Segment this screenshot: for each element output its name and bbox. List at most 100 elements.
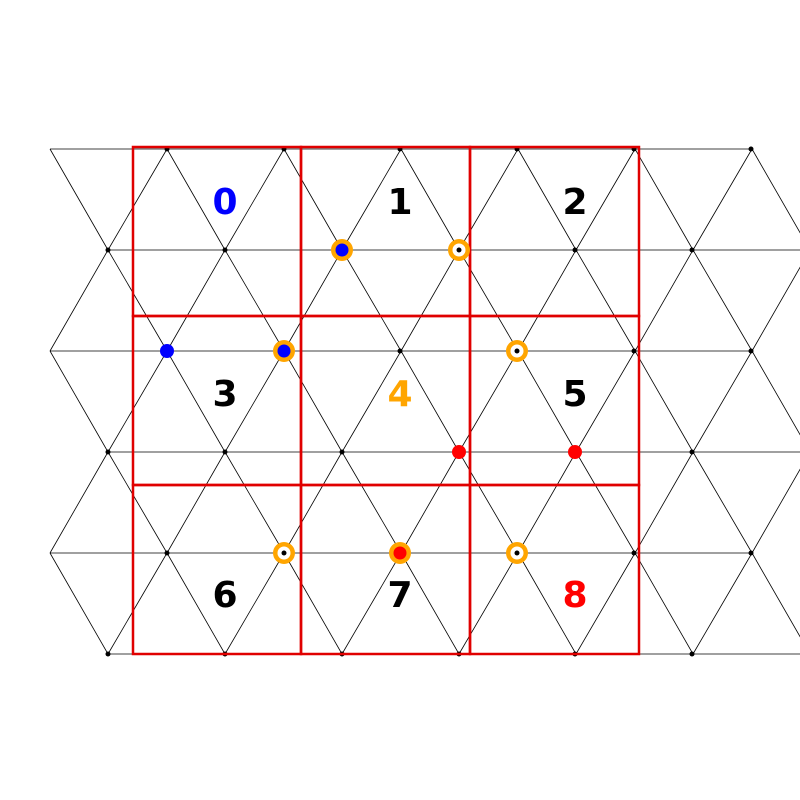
- lattice-edge: [751, 552, 800, 638]
- lattice-edge: [166, 350, 226, 453]
- lattice-edge: [400, 249, 460, 352]
- lattice-edge: [692, 350, 753, 453]
- lattice-edge: [692, 451, 753, 554]
- red-vertex: [452, 445, 466, 459]
- lattice-edge: [517, 148, 577, 251]
- lattice-vertex: [397, 348, 403, 354]
- cell-label-6: 6: [212, 575, 237, 616]
- cell-label-1: 1: [387, 182, 412, 223]
- lattice-edge: [49, 552, 109, 655]
- lattice-edge: [692, 249, 753, 352]
- cell-label-2: 2: [562, 182, 587, 223]
- cell-label-8: 8: [562, 575, 587, 616]
- lattice-vertex: [631, 550, 637, 556]
- lattice-edge: [400, 451, 460, 554]
- lattice-edge: [341, 249, 402, 352]
- highlighted-empty-vertex-dot: [514, 348, 520, 354]
- lattice-edge: [400, 350, 460, 453]
- lattice-edge: [166, 148, 226, 251]
- lattice-vertex: [105, 247, 111, 253]
- lattice-edge: [575, 451, 636, 554]
- highlighted-empty-vertex-dot: [456, 247, 462, 253]
- cell-labels: 0 1 2 3 4 5 6 7 8: [212, 182, 587, 616]
- lattice-edge: [224, 148, 285, 251]
- lattice-edge: [575, 552, 636, 655]
- lattice-vertex: [105, 651, 111, 657]
- lattice-edge: [751, 468, 800, 554]
- lattice-vertex: [689, 247, 695, 253]
- lattice-edge: [341, 350, 402, 453]
- lattice-edge: [575, 350, 636, 453]
- lattice-edge: [107, 249, 168, 352]
- lattice-edge: [634, 451, 694, 554]
- lattice-vertex: [222, 247, 228, 253]
- vertex-markers: [160, 239, 582, 564]
- lattice-edge: [49, 350, 109, 453]
- cell-label-4: 4: [387, 374, 412, 415]
- lattice-edge: [634, 350, 694, 453]
- blue-vertex: [160, 344, 174, 358]
- lattice-edge: [107, 451, 168, 554]
- lattice-edge: [107, 552, 168, 655]
- lattice-edge: [283, 148, 343, 251]
- lattice-edge: [166, 249, 226, 352]
- lattice-vertex: [222, 449, 228, 455]
- lattice-edge: [283, 451, 343, 554]
- lattice-edge: [751, 350, 800, 436]
- lattice-vertex: [572, 247, 578, 253]
- lattice-edge: [751, 266, 800, 352]
- lattice-edge: [341, 451, 402, 554]
- lattice-edge: [400, 552, 460, 655]
- lattice-edge: [283, 249, 343, 352]
- lattice-edge: [166, 451, 226, 554]
- lattice-edge: [400, 148, 460, 251]
- cell-grid: [131, 145, 641, 656]
- lattice-edge: [166, 552, 226, 655]
- lattice-edge: [517, 350, 577, 453]
- cell-border-8: [468, 483, 641, 656]
- lattice-edge: [517, 552, 577, 655]
- lattice-edge: [283, 552, 343, 655]
- lattice-vertex: [748, 146, 754, 152]
- lattice-vertex: [164, 550, 170, 556]
- lattice-edge: [634, 249, 694, 352]
- cell-label-5: 5: [562, 374, 587, 415]
- cell-label-3: 3: [212, 374, 237, 415]
- red-vertex: [568, 445, 582, 459]
- highlighted-blue-vertex-fill: [277, 344, 291, 358]
- lattice-edge: [751, 148, 800, 234]
- lattice-vertex: [689, 651, 695, 657]
- lattice-vertex: [105, 449, 111, 455]
- lattice-edge: [107, 350, 168, 453]
- lattice-vertex: [748, 348, 754, 354]
- lattice-edge: [49, 148, 109, 251]
- lattice-edge: [49, 451, 109, 554]
- lattice-edge: [692, 552, 753, 655]
- highlighted-red-vertex-fill: [393, 546, 407, 560]
- cell-label-7: 7: [387, 575, 412, 616]
- lattice-edge: [575, 249, 636, 352]
- lattice-vertex: [748, 550, 754, 556]
- lattice-edge: [107, 148, 168, 251]
- highlighted-empty-vertex-dot: [281, 550, 287, 556]
- highlighted-empty-vertex-dot: [514, 550, 520, 556]
- lattice-vertex: [339, 449, 345, 455]
- lattice-edge: [692, 148, 753, 251]
- lattice-edge: [283, 350, 343, 453]
- lattice-vertex: [689, 449, 695, 455]
- lattice-edge: [634, 148, 694, 251]
- cell-label-0: 0: [212, 182, 237, 223]
- lattice-edge: [224, 552, 285, 655]
- lattice-edge: [224, 350, 285, 453]
- lattice-edge: [341, 552, 402, 655]
- lattice-edge: [517, 451, 577, 554]
- lattice-edge: [341, 148, 402, 251]
- lattice-edge: [634, 552, 694, 655]
- lattice-edge: [575, 148, 636, 251]
- lattice-edge: [49, 249, 109, 352]
- lattice-edge: [517, 249, 577, 352]
- lattice-edge: [224, 451, 285, 554]
- lattice-vertex: [631, 348, 637, 354]
- lattice-edge: [224, 249, 285, 352]
